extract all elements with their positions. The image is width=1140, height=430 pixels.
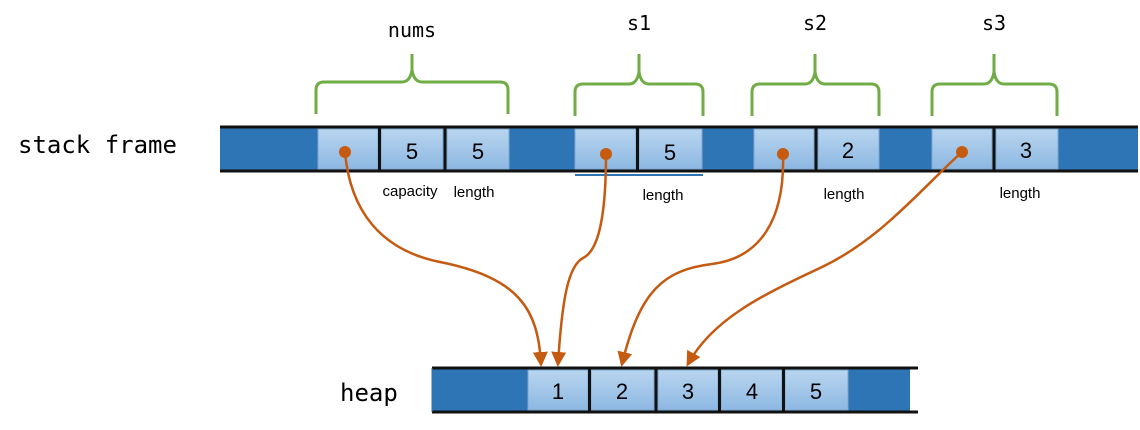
length-cell <box>995 128 1059 170</box>
capacity-label: capacity <box>382 183 438 200</box>
heap-cell <box>527 369 589 411</box>
pointer-arrow-s3 <box>686 151 963 367</box>
pointer-arrow-s2 <box>617 153 785 367</box>
stack-frame-label: stack frame <box>18 131 177 159</box>
heap-value: 5 <box>810 379 822 404</box>
variable-name: s2 <box>803 11 827 35</box>
heap-cell <box>784 369 849 411</box>
heap-value: 3 <box>682 379 694 404</box>
variable-s1: s1 5 length <box>573 11 705 204</box>
length-label: length <box>454 184 495 201</box>
variable-name: s1 <box>627 11 651 35</box>
variable-s2: s2 2 length <box>750 11 881 203</box>
variable-name: nums <box>388 18 436 42</box>
cell-value: 5 <box>406 139 418 164</box>
cell-value: 2 <box>842 138 854 163</box>
length-label: length <box>824 186 865 203</box>
brace <box>930 54 1059 116</box>
heap-label: heap <box>340 379 398 407</box>
heap-value: 2 <box>616 379 628 404</box>
variable-name: s3 <box>982 11 1006 35</box>
capacity-cell <box>380 128 444 170</box>
brace <box>573 54 705 116</box>
variable-nums: nums 5 5 capacity length <box>314 18 510 201</box>
heap-value: 4 <box>746 379 758 404</box>
cell-value: 5 <box>664 140 676 165</box>
pointer-arrow-s1 <box>551 153 608 367</box>
cell-value: 3 <box>1020 138 1032 163</box>
heap-cell <box>657 369 719 411</box>
heap-value: 1 <box>552 379 564 404</box>
pointer-arrows <box>343 151 963 367</box>
length-cell <box>638 128 703 170</box>
length-label: length <box>643 187 684 204</box>
heap-cell <box>720 369 783 411</box>
brace <box>314 54 510 114</box>
brace <box>750 54 881 116</box>
pointer-arrow-nums <box>343 151 548 367</box>
cell-value: 5 <box>472 139 484 164</box>
heap-strip: 1 2 3 4 5 <box>431 366 918 414</box>
variable-s3: s3 3 length <box>930 11 1059 202</box>
length-label: length <box>1000 185 1041 202</box>
length-cell <box>446 128 510 170</box>
length-cell <box>817 128 880 170</box>
